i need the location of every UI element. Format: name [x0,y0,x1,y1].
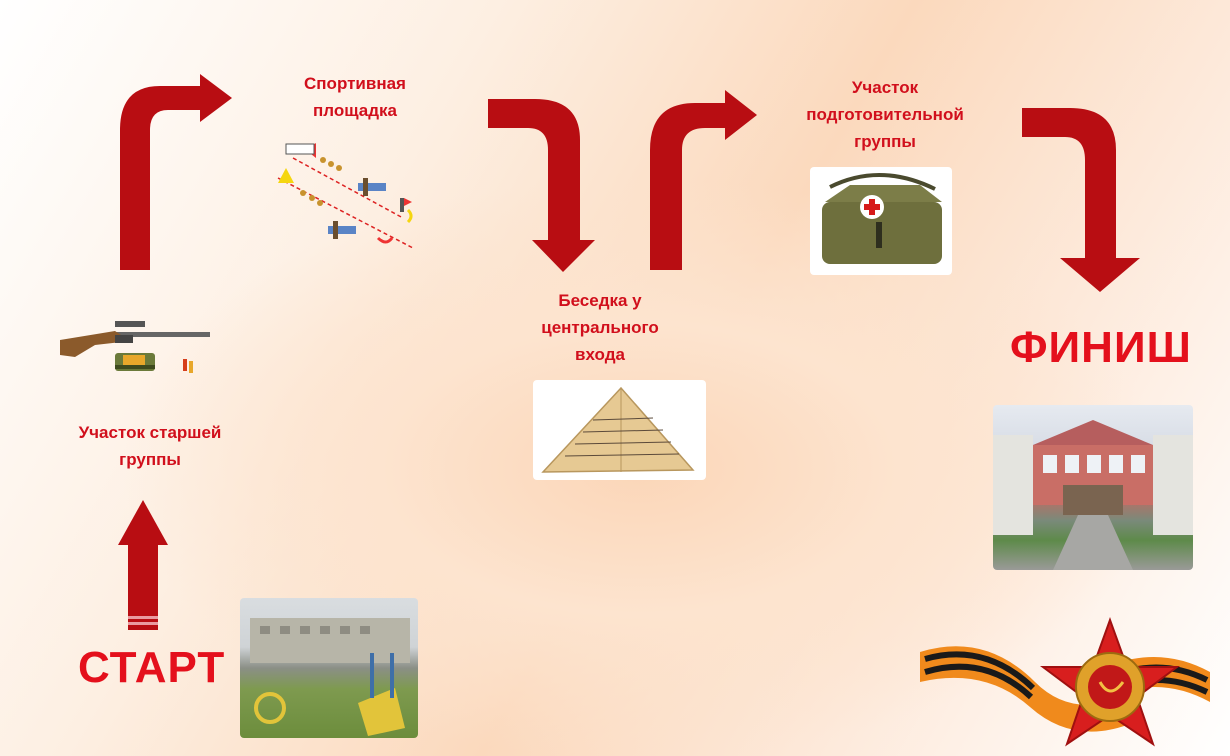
senior-group-label: Участок старшей группы [78,423,222,469]
playground-photo [240,598,418,738]
sports-ground-label: Спортивная площадка [304,74,406,120]
medical-bag-icon [822,173,942,264]
medical-bag-image [810,167,952,275]
arrow-start-up [118,500,168,630]
triangle-letter-icon [541,386,695,473]
obstacle-course-icon [277,143,414,249]
arrow-senior-to-sports [120,74,232,270]
finish-label: ФИНИШ [1010,323,1192,372]
start-label: СТАРТ [78,643,226,692]
playground-icon [250,618,410,736]
triangle-letter-image [533,380,706,480]
gazebo-label: Беседка у центрального входа [541,291,659,364]
kindergarten-building-photo [993,405,1193,570]
arrow-sports-to-gazebo [488,99,595,272]
building-icon [993,420,1193,570]
rifle-icon [60,321,210,373]
prep-group-label: Участок подготовительной группы [806,78,964,151]
st-george-ribbon-star-icon [920,617,1210,747]
arrow-prep-to-finish [1022,108,1140,292]
arrow-gazebo-to-prep [650,90,757,270]
